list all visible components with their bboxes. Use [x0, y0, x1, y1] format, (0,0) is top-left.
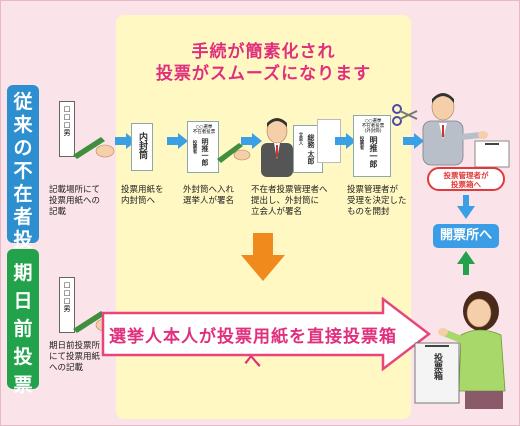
early-label-char: 日 [13, 290, 33, 312]
step3-note: 外封筒へ入れ 選挙人が署名 [183, 185, 235, 206]
headline-line-2: 投票がスムーズになります [155, 64, 372, 84]
outer-envelope: ○○選挙 不在者投票 明推一郎 投票者 [187, 121, 219, 173]
step5-note: 投票管理者が 受理を決定した ものを開封 [347, 185, 407, 217]
early-label-char: 前 [13, 318, 33, 340]
voter-at-ballot-box-icon [414, 291, 506, 409]
absentee-label-char: 投 [13, 229, 33, 251]
early-label-char: 期 [13, 262, 33, 284]
absentee-label-char: 来 [13, 114, 33, 136]
counting-station-box: 開票所へ [433, 224, 499, 248]
ballot-boxes: □□□ [63, 105, 71, 129]
ballot-paper: □□□ 男 [59, 101, 75, 157]
outer-envelope-name: 明推一郎 [201, 138, 209, 166]
step2-note: 投票用紙を 内封筒へ [121, 185, 164, 206]
opened-envelope-voter-label: 投票者 [359, 136, 364, 150]
direct-vote-message: 選挙人本人が投票用紙を直接投票箱へ [109, 327, 397, 372]
absentee-label-char: 在 [13, 183, 33, 205]
ballot-boxes: □□□ [63, 281, 71, 305]
outer-envelope-title: ○○選挙 不在者投票 [192, 125, 216, 135]
direct-vote-arrow-icon [101, 297, 431, 371]
pen-hand-icon [73, 137, 115, 159]
step1-note: 記載場所にて 投票用紙への 記載 [49, 185, 101, 217]
early-voting-label: 期 日 前 投 票 [7, 249, 39, 396]
witness-label: 立会人 [298, 132, 303, 146]
ballot-suffix: 男 [63, 305, 71, 312]
scissors-icon [392, 104, 418, 126]
witness-name: 総務 太郎 [307, 134, 315, 165]
inner-envelope-label: 内封筒 [137, 132, 147, 159]
step4-note: 不在者投票管理者へ 提出し、外封筒に 立会人が署名 [251, 185, 328, 217]
up-arrow-icon [457, 251, 475, 275]
early-ballot-paper: □□□ 男 [59, 277, 75, 333]
election-manager-figure-icon [261, 118, 293, 177]
opened-outer-envelope: ○○選挙 不在者投票 (外封筒) 投票者 明推一郎 [353, 115, 391, 177]
manager-at-ballot-box-icon [422, 93, 510, 168]
pen-hand-icon [217, 143, 251, 163]
absentee-label-char: 不 [13, 160, 33, 182]
outer-envelope-voter-label: 投票者 [192, 140, 197, 154]
ballot-suffix: 男 [63, 129, 71, 136]
inner-envelope: 内封筒 [131, 123, 153, 171]
early-label-char: 投 [13, 346, 33, 368]
absentee-label-char: 従 [13, 91, 33, 113]
orange-down-arrow-icon [241, 233, 285, 281]
opened-envelope-title: ○○選挙 不在者投票 (外封筒) [361, 119, 385, 134]
absentee-voting-label: 従 来 の 不 在 者 投 票 [7, 85, 39, 274]
early-note: 期日前投票所 にて投票用紙 への記載 [49, 341, 101, 373]
early-label-char: 票 [13, 374, 33, 396]
opened-envelope-name: 明推一郎 [369, 136, 378, 168]
manager-to-box-badge: 投票管理者が 投票箱へ [427, 167, 505, 191]
absentee-label-char: 者 [13, 206, 33, 228]
ballot-box-label: 投票箱 [432, 353, 442, 380]
absentee-label-char: の [13, 137, 33, 159]
down-arrow-icon [457, 195, 475, 219]
headline-line-1: 手続が簡素化され [191, 42, 336, 62]
